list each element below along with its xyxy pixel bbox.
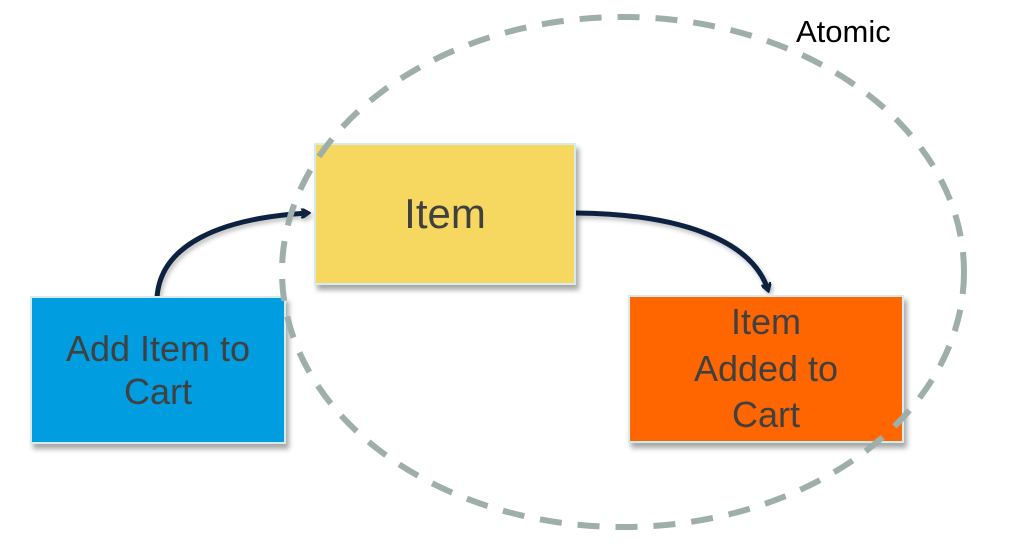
node-item[interactable]: Item [314,143,576,285]
node-add-item-to-cart[interactable]: Add Item to Cart [30,296,286,444]
node-item-added-to-cart[interactable]: Item Added to Cart [628,295,904,443]
edge-item-to-added [575,210,768,290]
node-label: Item [404,189,486,237]
edge-add-to-item [154,213,308,299]
atomic-boundary-label: Atomic [796,14,891,49]
node-label: Add Item to Cart [65,327,251,412]
node-label: Item Added to Cart [693,300,839,436]
